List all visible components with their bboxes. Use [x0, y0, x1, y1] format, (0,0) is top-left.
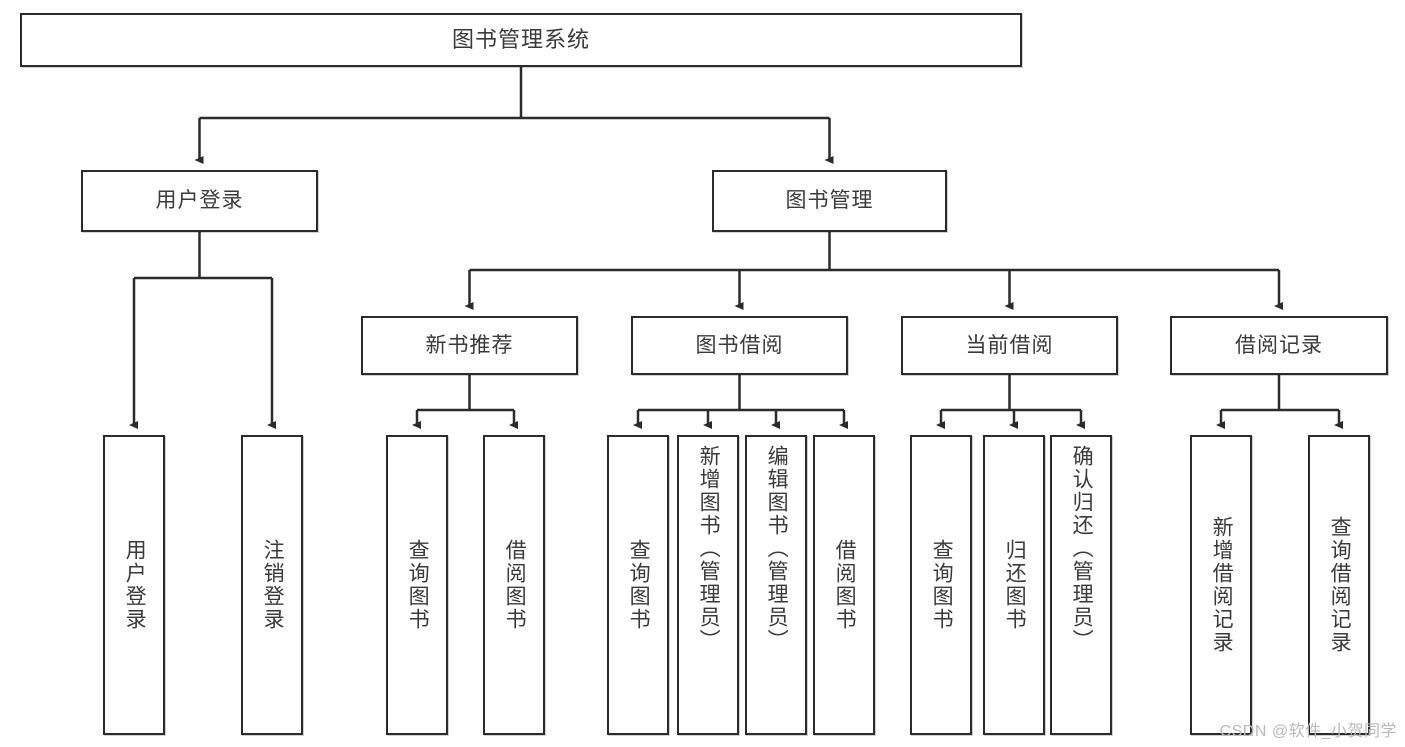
- node-new-book-rec[interactable]: 新书推荐: [361, 316, 578, 375]
- node-borrow-record[interactable]: 借阅记录: [1170, 316, 1388, 375]
- leaf-edit-book[interactable]: 编辑图书（管理员）: [745, 435, 807, 735]
- node-user-login[interactable]: 用户登录: [81, 170, 318, 232]
- leaf-return-book-label: 归还图书: [1003, 539, 1027, 631]
- node-new-book-rec-label: 新书推荐: [425, 333, 514, 357]
- leaf-query-book-new[interactable]: 查询图书: [386, 435, 448, 735]
- leaf-return-book[interactable]: 归还图书: [983, 435, 1045, 735]
- leaf-query-book-current-label: 查询图书: [930, 539, 954, 631]
- node-book-manage[interactable]: 图书管理: [712, 170, 947, 232]
- leaf-query-book-borrow[interactable]: 查询图书: [607, 435, 669, 735]
- leaf-user-login[interactable]: 用户登录: [103, 435, 165, 735]
- leaf-query-book-new-label: 查询图书: [406, 539, 430, 631]
- node-book-borrow-label: 图书借阅: [695, 333, 784, 357]
- leaf-query-record[interactable]: 查询借阅记录: [1308, 435, 1370, 735]
- leaf-confirm-return-label: 确认归还（管理员）: [1070, 445, 1094, 652]
- leaf-borrow-book-new[interactable]: 借阅图书: [483, 435, 545, 735]
- leaf-edit-book-label: 编辑图书（管理员）: [765, 445, 789, 652]
- node-current-borrow-label: 当前借阅: [965, 333, 1054, 357]
- node-borrow-record-label: 借阅记录: [1235, 333, 1323, 357]
- leaf-query-book-current[interactable]: 查询图书: [910, 435, 972, 735]
- leaf-user-logout-label: 注销登录: [261, 539, 285, 631]
- leaf-borrow-book-label: 借阅图书: [833, 539, 857, 631]
- leaf-add-record-label: 新增借阅记录: [1210, 516, 1234, 654]
- leaf-borrow-book[interactable]: 借阅图书: [813, 435, 875, 735]
- node-book-manage-label: 图书管理: [785, 189, 874, 213]
- node-current-borrow[interactable]: 当前借阅: [901, 316, 1118, 375]
- node-user-login-label: 用户登录: [155, 189, 244, 213]
- leaf-query-record-label: 查询借阅记录: [1328, 516, 1352, 654]
- leaf-borrow-book-new-label: 借阅图书: [503, 539, 527, 631]
- leaf-add-book-label: 新增图书（管理员）: [697, 445, 721, 652]
- leaf-query-book-borrow-label: 查询图书: [627, 539, 651, 631]
- leaf-confirm-return[interactable]: 确认归还（管理员）: [1050, 435, 1112, 735]
- leaf-user-logout[interactable]: 注销登录: [241, 435, 303, 735]
- leaf-add-record[interactable]: 新增借阅记录: [1190, 435, 1252, 735]
- leaf-add-book[interactable]: 新增图书（管理员）: [677, 435, 739, 735]
- node-book-borrow[interactable]: 图书借阅: [631, 316, 848, 375]
- leaf-user-login-label: 用户登录: [123, 539, 147, 631]
- node-root-label: 图书管理系统: [451, 26, 590, 52]
- node-root[interactable]: 图书管理系统: [20, 13, 1022, 67]
- watermark: CSDN @软件_小贺同学: [1219, 723, 1397, 740]
